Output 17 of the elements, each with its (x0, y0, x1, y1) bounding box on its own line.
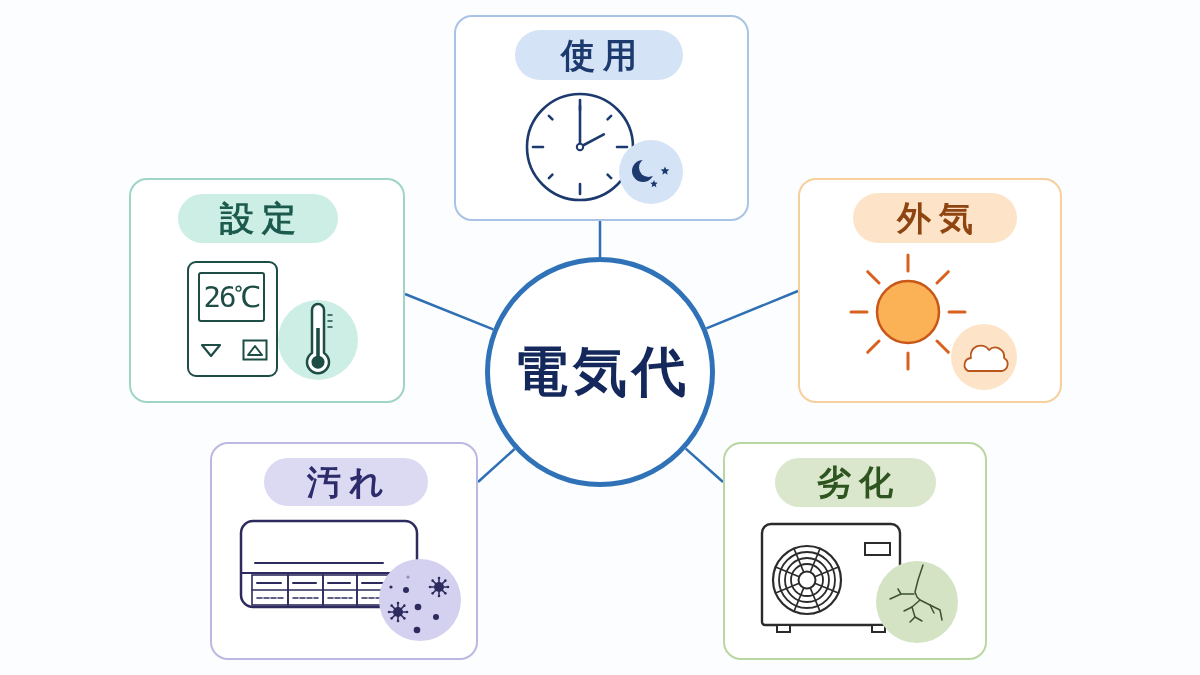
connector-line (705, 289, 799, 330)
connector-line (404, 292, 494, 331)
connector-line (477, 448, 516, 483)
category-tag: 設定 (177, 193, 338, 243)
category-card (129, 178, 405, 403)
category-card (210, 442, 478, 660)
connector-line (684, 447, 724, 483)
center-circle: 電気代 (485, 257, 715, 487)
category-card (723, 442, 987, 660)
category-tag: 使用 (514, 29, 683, 80)
category-tag: 劣化 (774, 457, 936, 507)
temperature-display: 26℃ (198, 272, 265, 322)
category-card (454, 15, 749, 221)
category-tag: 汚れ (263, 457, 428, 506)
connector-line (598, 221, 602, 257)
category-card (798, 178, 1062, 403)
category-tag: 外気 (852, 192, 1017, 243)
